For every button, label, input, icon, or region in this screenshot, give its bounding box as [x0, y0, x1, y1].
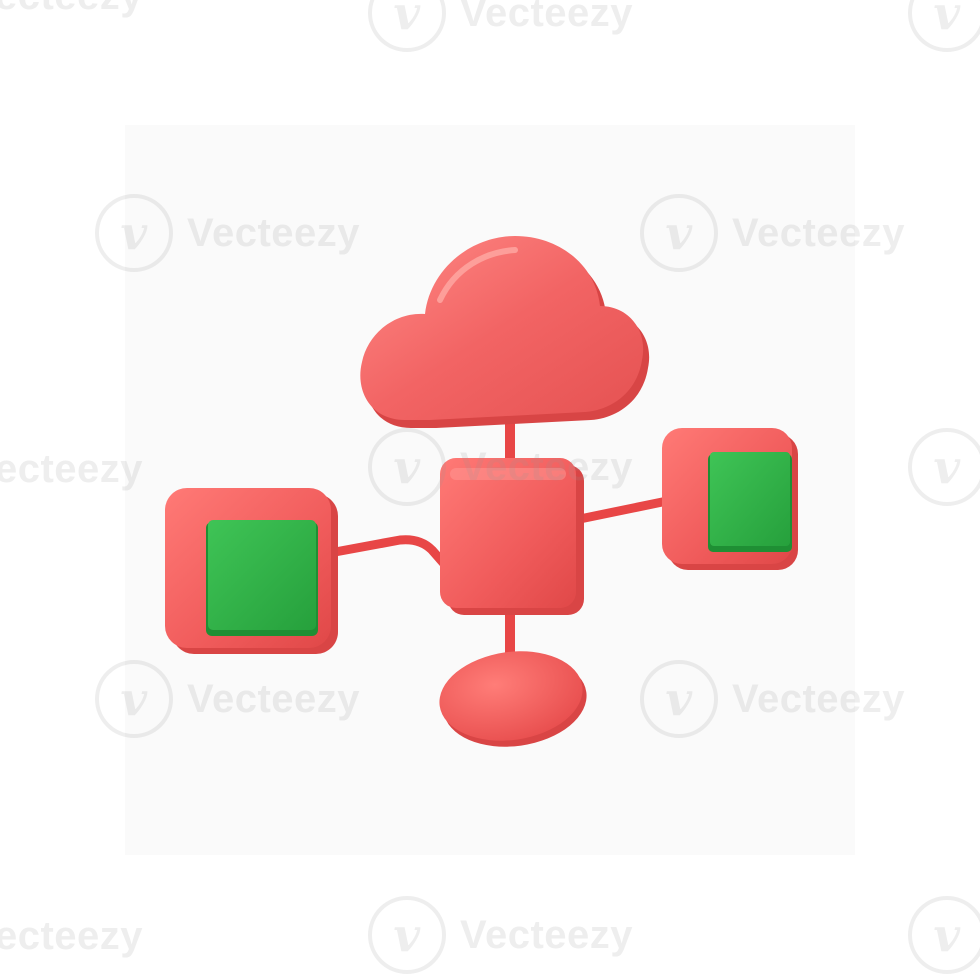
connector-lines — [330, 415, 677, 670]
left-node — [165, 488, 338, 654]
connector-hub-to-right-node — [570, 495, 677, 525]
right-node-screen — [710, 452, 790, 546]
hub-box — [440, 458, 584, 615]
connector-hub-to-left-node — [330, 535, 451, 571]
bottom-oval-node — [439, 651, 587, 747]
left-node-screen — [208, 520, 316, 630]
right-node — [662, 428, 798, 570]
cloud-icon — [360, 236, 650, 428]
